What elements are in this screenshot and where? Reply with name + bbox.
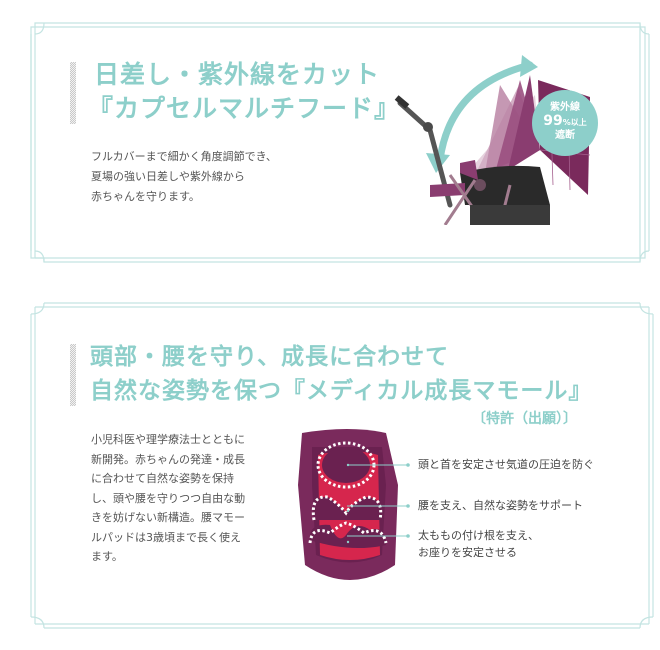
title-accent-bar bbox=[70, 344, 76, 406]
patent-pending-label: 〔特許（出願）〕 bbox=[472, 411, 577, 427]
callout-leader-lines bbox=[347, 463, 410, 538]
callout-head-neck: 頭と首を安定させ気道の圧迫を防ぐ bbox=[418, 458, 594, 471]
section-title: 頭部・腰を守り、成長に合わせて 自然な姿勢を保つ『メディカル成長マモール』 bbox=[90, 344, 593, 404]
section-description: 小児科医や理学療法士とともに 新開発。赤ちゃんの発達・成長 に合わせて自然な姿勢… bbox=[91, 433, 246, 563]
seat-cushion-image bbox=[298, 429, 398, 580]
decorative-frame bbox=[30, 302, 654, 629]
callout-thighs: 太ももの付け根を支え、 お座りを安定させる bbox=[418, 529, 539, 559]
feature-card-cushion: 頭部・腰を守り、成長に合わせて 自然な姿勢を保つ『メディカル成長マモール』 〔特… bbox=[0, 280, 660, 650]
decorative-frame bbox=[30, 22, 650, 263]
section-description: フルカバーまで細かく角度調節でき、 夏場の強い日差しや紫外線から 赤ちゃんを守り… bbox=[91, 150, 277, 203]
section-title: 日差し・紫外線をカット 『カプセルマルチフード』 bbox=[88, 60, 401, 123]
uv-cut-badge: 紫外線 99%以上 遮断 bbox=[532, 90, 598, 156]
feature-card-hood: 日差し・紫外線をカット 『カプセルマルチフード』 フルカバーまで細かく角度調節で… bbox=[0, 0, 660, 280]
callout-waist: 腰を支え、自然な姿勢をサポート bbox=[418, 499, 583, 512]
title-accent-bar bbox=[70, 62, 76, 124]
